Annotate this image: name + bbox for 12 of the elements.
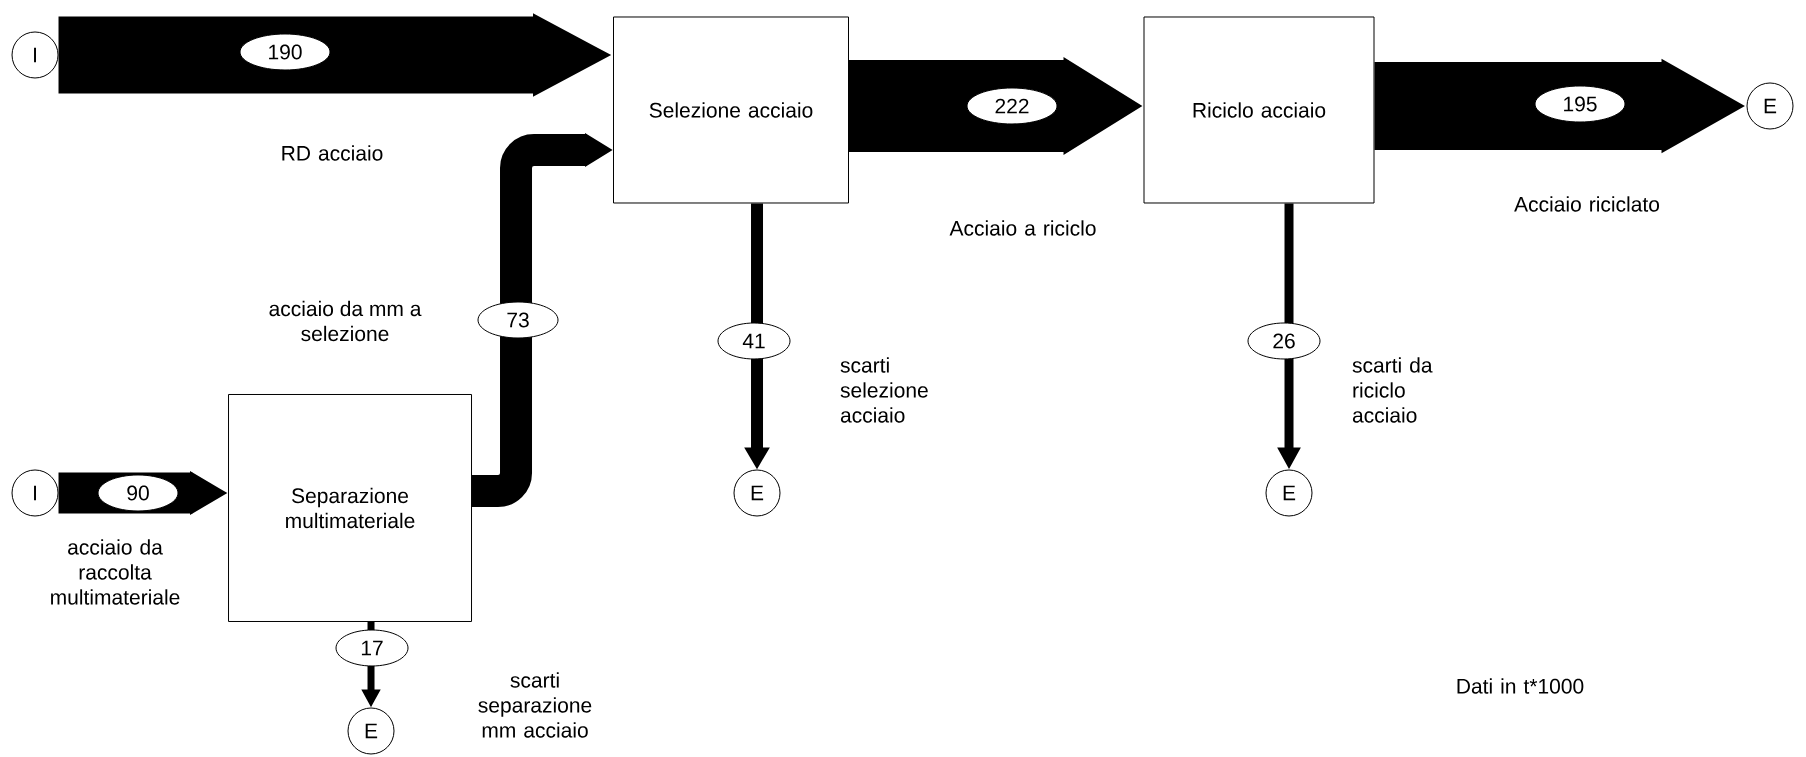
flow-label: Acciaio a riciclo	[949, 220, 1096, 236]
flow-label: Dati in t*1000	[1457, 678, 1584, 694]
flow-label: acciaio da mm a selezione	[269, 300, 422, 342]
flow-label: scarti da riciclo acciaio	[1352, 357, 1433, 423]
process-box: Separazione multimateriale	[228, 394, 472, 622]
flow-label: RD acciaio	[282, 145, 383, 161]
flow-label: scarti selezione acciaio	[840, 357, 928, 423]
process-box: Selezione acciaio	[613, 16, 849, 204]
flow-label: scarti separazione mm acciaio	[478, 672, 592, 738]
flow-label: acciaio da raccolta multimateriale	[51, 539, 180, 605]
process-box: Riciclo acciaio	[1143, 16, 1375, 204]
flow-label: Acciaio riciclato	[1514, 196, 1660, 212]
